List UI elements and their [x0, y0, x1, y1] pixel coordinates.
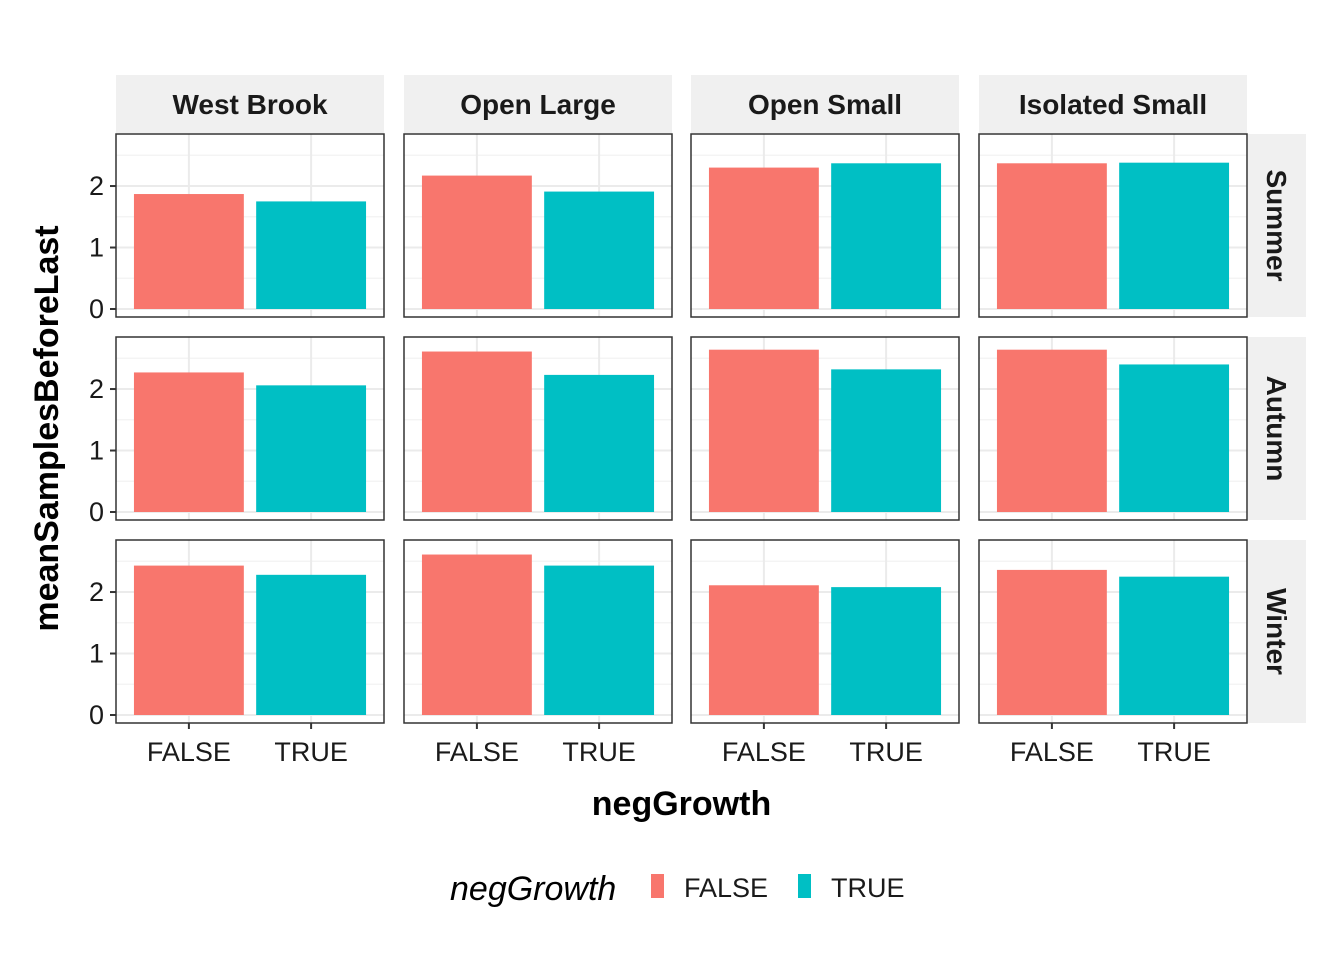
facet-panel: [978, 336, 1248, 521]
y-tick-label: 1: [89, 639, 104, 669]
y-tick-label: 2: [89, 374, 104, 404]
y-tick-label: 2: [89, 577, 104, 607]
y-tick-label: 1: [89, 233, 104, 263]
bar-false: [133, 565, 244, 715]
row-strip: [1248, 134, 1306, 317]
x-tick-label: TRUE: [1137, 737, 1211, 767]
bar-true: [1119, 162, 1230, 309]
bar-false: [996, 163, 1107, 309]
bar-true: [831, 587, 942, 715]
y-tick-label: 0: [89, 497, 104, 527]
bar-false: [133, 372, 244, 512]
facet-panel: [690, 133, 960, 318]
column-strip-label: Isolated Small: [1019, 89, 1207, 120]
panel-border: [978, 133, 1248, 318]
facet-panel: [115, 336, 385, 521]
facet-panel: [115, 539, 385, 724]
facet-panel: [115, 133, 385, 318]
column-strip: [404, 75, 672, 133]
x-tick-label: FALSE: [435, 737, 519, 767]
row-strip: [1248, 540, 1306, 723]
panel-border: [403, 336, 673, 521]
column-strip: [691, 75, 959, 133]
x-tick-label: FALSE: [1010, 737, 1094, 767]
panel-border: [115, 133, 385, 318]
legend-label: TRUE: [831, 873, 905, 903]
bar-true: [831, 163, 942, 309]
facet-panel: [690, 539, 960, 724]
bar-true: [256, 385, 367, 512]
bar-false: [133, 194, 244, 309]
row-strip-label: Autumn: [1261, 376, 1292, 482]
x-axis-title: negGrowth: [592, 785, 771, 823]
panel-border: [690, 539, 960, 724]
x-tick-label: FALSE: [147, 737, 231, 767]
row-strip-label: Summer: [1261, 169, 1292, 281]
panel-border: [115, 336, 385, 521]
bar-false: [708, 167, 819, 309]
panel-border: [690, 336, 960, 521]
facet-panel: [403, 539, 673, 724]
panel-border: [690, 133, 960, 318]
panel-border: [115, 539, 385, 724]
legend-label: FALSE: [684, 873, 768, 903]
legend: negGrowth FALSE TRUE: [450, 870, 905, 908]
y-axis-title: meanSamplesBeforeLast: [28, 225, 66, 631]
bar-false: [708, 349, 819, 512]
panel-border: [403, 133, 673, 318]
column-strip: [116, 75, 384, 133]
bar-false: [996, 569, 1107, 715]
column-strip: [979, 75, 1247, 133]
bar-false: [708, 585, 819, 715]
row-strip: [1248, 337, 1306, 520]
panel-border: [403, 539, 673, 724]
facet-panel: [403, 133, 673, 318]
column-strip-label: Open Large: [460, 89, 616, 120]
bar-true: [544, 374, 655, 512]
bar-true: [544, 191, 655, 309]
bar-true: [256, 201, 367, 309]
bar-true: [256, 574, 367, 715]
column-strip-label: Open Small: [748, 89, 902, 120]
facet-panel: [403, 336, 673, 521]
bar-false: [421, 351, 532, 512]
panel-border: [978, 539, 1248, 724]
legend-title: negGrowth: [450, 870, 616, 908]
y-tick-label: 1: [89, 436, 104, 466]
row-strip-label: Winter: [1261, 588, 1292, 675]
facet-panel: [978, 539, 1248, 724]
bar-true: [831, 369, 942, 512]
bar-true: [1119, 576, 1230, 715]
bar-true: [544, 565, 655, 715]
x-tick-label: TRUE: [562, 737, 636, 767]
y-tick-label: 2: [89, 171, 104, 201]
x-tick-label: TRUE: [274, 737, 348, 767]
bar-true: [1119, 364, 1230, 512]
facet-panel: [690, 336, 960, 521]
legend-key-false: [651, 874, 664, 898]
panel-border: [978, 336, 1248, 521]
bar-false: [421, 554, 532, 715]
bar-false: [996, 349, 1107, 512]
legend-key-true: [798, 874, 811, 898]
y-tick-label: 0: [89, 700, 104, 730]
y-tick-label: 0: [89, 294, 104, 324]
x-tick-label: TRUE: [849, 737, 923, 767]
facet-panel: [978, 133, 1248, 318]
bar-false: [421, 175, 532, 309]
x-tick-label: FALSE: [722, 737, 806, 767]
column-strip-label: West Brook: [172, 89, 327, 120]
